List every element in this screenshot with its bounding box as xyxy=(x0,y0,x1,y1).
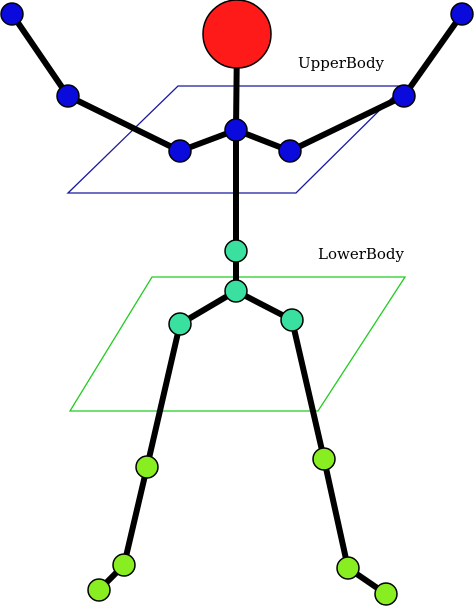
head xyxy=(202,0,272,69)
right-shoulder-joint xyxy=(278,139,302,163)
right-forearm-bone xyxy=(401,11,465,99)
left-hip-joint xyxy=(168,312,192,336)
left-knee-joint xyxy=(135,455,159,479)
left-hand-joint xyxy=(0,2,24,26)
left-shoulder-joint xyxy=(168,139,192,163)
left-ankle-joint xyxy=(112,553,136,577)
upper-body-plane xyxy=(66,85,406,194)
neck-joint xyxy=(224,118,248,142)
right-ankle-joint xyxy=(336,556,360,580)
right-knee-joint xyxy=(312,447,336,471)
right-hip-joint xyxy=(280,308,304,332)
lower-body-plane xyxy=(68,276,407,412)
right-elbow-joint xyxy=(392,84,416,108)
right-hand-joint xyxy=(450,2,474,26)
right-upper-arm-bone xyxy=(287,93,407,154)
left-thigh-bone xyxy=(144,321,183,470)
upper-body-label: UpperBody xyxy=(298,54,385,72)
lower-body-label: LowerBody xyxy=(318,245,405,263)
right-foot-joint xyxy=(374,582,398,606)
left-forearm-bone xyxy=(9,11,71,99)
pelvis-joint xyxy=(224,279,248,303)
left-shin-bone xyxy=(121,464,150,568)
left-elbow-joint xyxy=(56,84,80,108)
left-upper-arm-bone xyxy=(65,93,183,154)
right-thigh-bone xyxy=(289,317,327,462)
left-foot-joint xyxy=(87,578,111,602)
spine-joint xyxy=(224,239,248,263)
right-shin-bone xyxy=(321,456,351,571)
